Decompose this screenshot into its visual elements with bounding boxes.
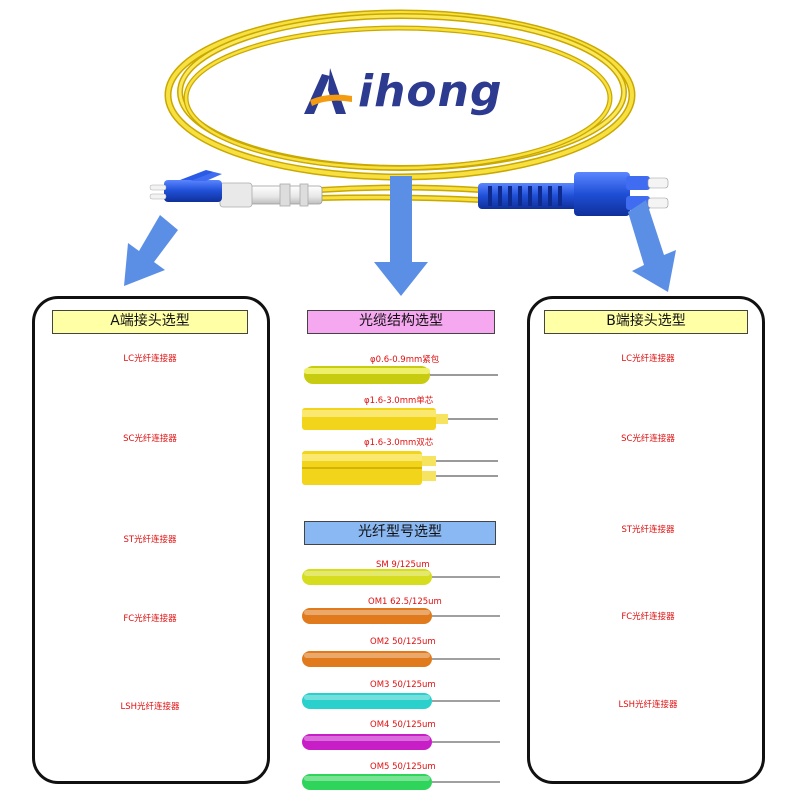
cable-option-label: φ1.6-3.0mm单芯 — [364, 396, 434, 406]
fiber-option-label: OM2 50/125um — [370, 637, 436, 647]
fiber-sample-cable — [302, 569, 500, 585]
cable-sample-duplex — [302, 451, 498, 485]
brand-logo: ihong — [300, 62, 530, 122]
fiber-sample-cable — [302, 651, 500, 667]
fiber-sample-cable — [302, 608, 500, 624]
fiber-sample-cable — [302, 734, 500, 750]
fiber-option-label: SM 9/125um — [376, 560, 430, 570]
left-st-label: ST光纤连接器 — [123, 535, 177, 545]
left-connector-panel — [32, 296, 270, 784]
arrow-left — [124, 215, 178, 286]
top-sc-duplex-connector — [478, 172, 669, 216]
right-sc-label: SC光纤连接器 — [621, 434, 675, 444]
left-panel-title: A端接头选型 — [52, 310, 248, 334]
cable-structure-title: 光缆结构选型 — [307, 310, 495, 334]
right-st-label: ST光纤连接器 — [621, 525, 675, 535]
cable-option-label: φ0.6-0.9mm紧包 — [370, 355, 440, 365]
left-fc-label: FC光纤连接器 — [123, 614, 177, 624]
fiber-type-title: 光纤型号选型 — [304, 521, 496, 545]
brand-name: ihong — [358, 66, 503, 117]
fiber-sample-cable — [302, 693, 500, 709]
fiber-sample-cable — [302, 774, 500, 790]
brand-mark-icon — [304, 68, 352, 114]
right-fc-label: FC光纤连接器 — [621, 612, 675, 622]
right-lsh-label: LSH光纤连接器 — [618, 700, 678, 710]
cable-sample-tight-buffer — [304, 366, 498, 384]
right-connector-panel — [527, 296, 765, 784]
left-lsh-label: LSH光纤连接器 — [120, 702, 180, 712]
fiber-type-samples — [302, 569, 500, 790]
right-lc-label: LC光纤连接器 — [621, 354, 675, 364]
arrow-right — [628, 200, 676, 292]
right-panel-title: B端接头选型 — [544, 310, 748, 334]
cable-sample-simplex — [302, 408, 498, 430]
fiber-option-label: OM1 62.5/125um — [368, 597, 442, 607]
arrow-middle — [374, 176, 428, 296]
fiber-option-label: OM4 50/125um — [370, 720, 436, 730]
fiber-option-label: OM3 50/125um — [370, 680, 436, 690]
cable-option-label: φ1.6-3.0mm双芯 — [364, 438, 434, 448]
fiber-option-label: OM5 50/125um — [370, 762, 436, 772]
left-lc-label: LC光纤连接器 — [123, 354, 177, 364]
left-sc-label: SC光纤连接器 — [123, 434, 177, 444]
top-lc-duplex-connector — [149, 170, 323, 208]
